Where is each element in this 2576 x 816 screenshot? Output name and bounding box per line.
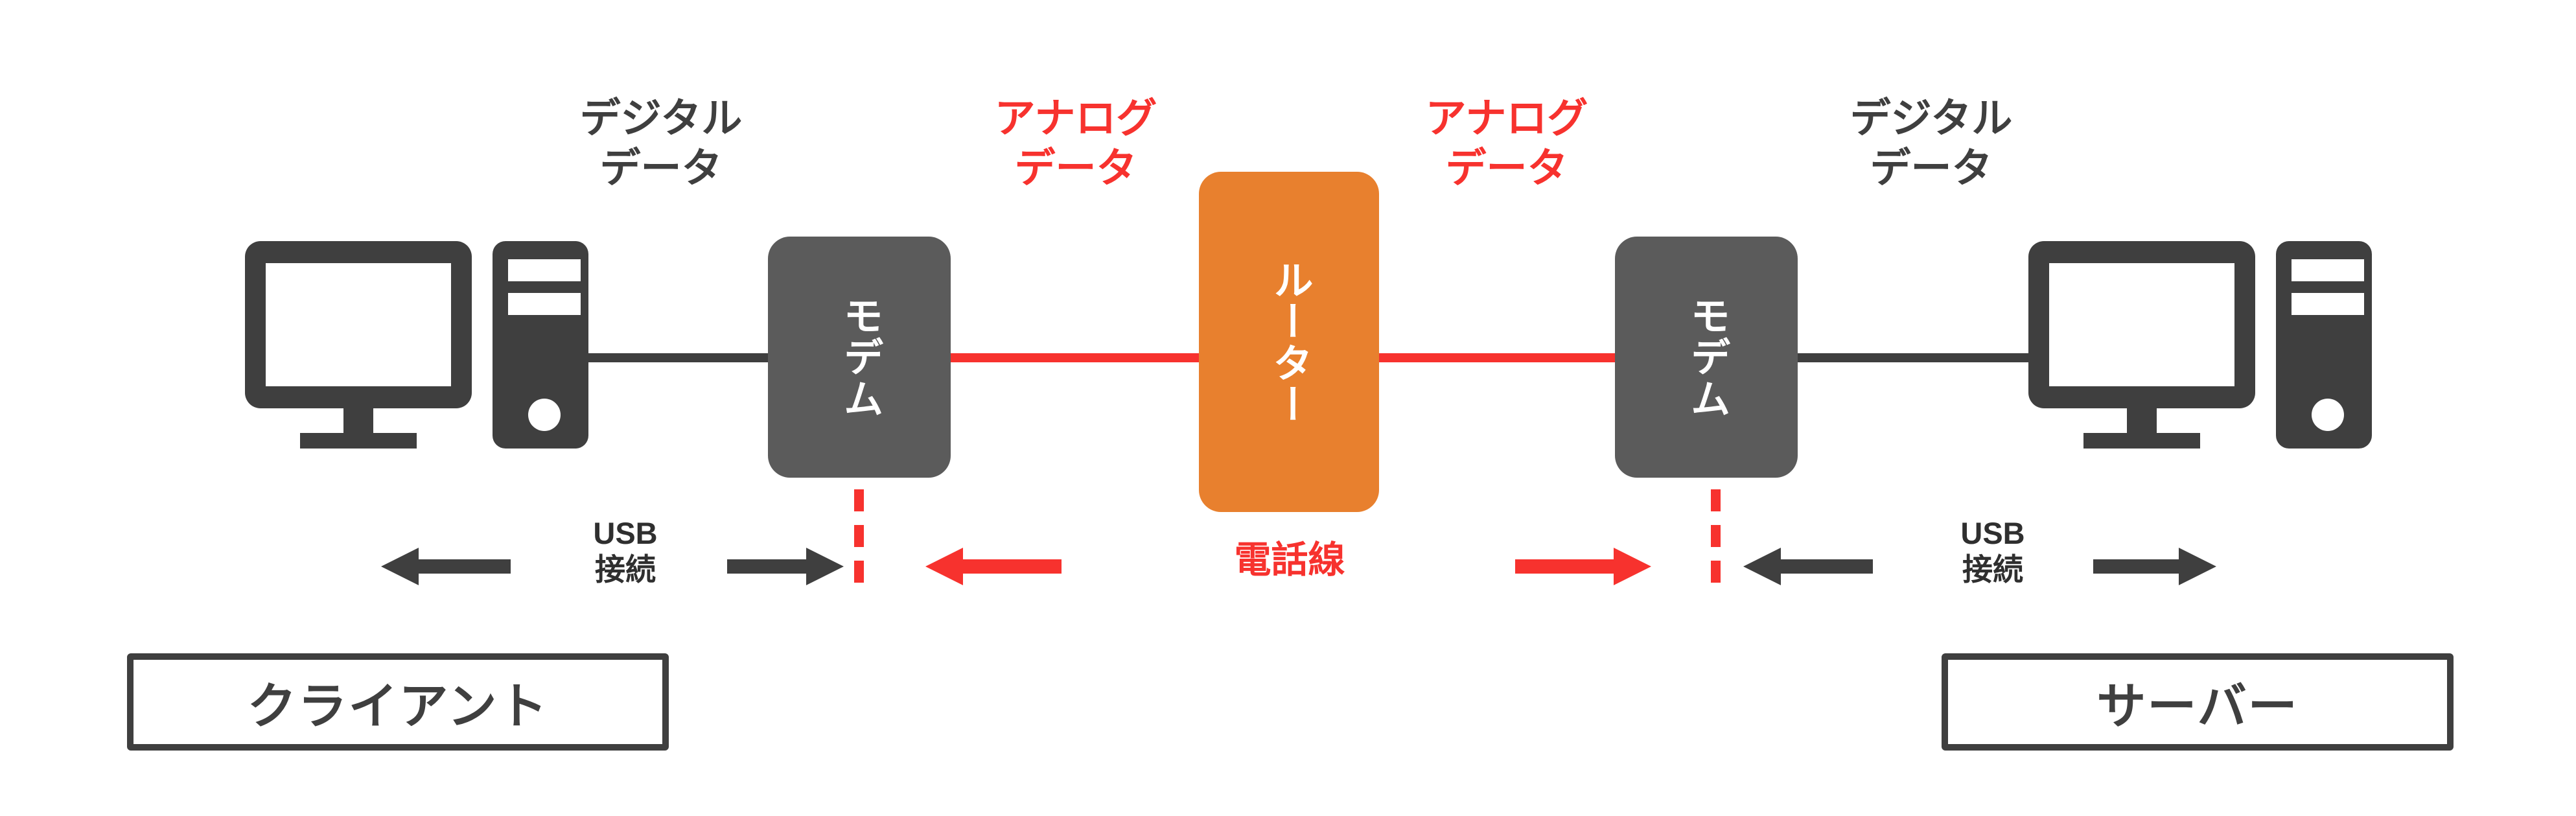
client-to-modem-line: [583, 353, 772, 362]
server-caption-box: サーバー: [1942, 653, 2454, 751]
left-usb-connection-label: USB 接続: [593, 516, 658, 587]
left-dashed-separator: [854, 489, 864, 592]
right-modem-label: モデム: [1684, 295, 1729, 419]
right-dashed-separator: [1711, 489, 1721, 592]
modem-to-server-line: [1794, 353, 2032, 362]
server-caption-label: サーバー: [2096, 679, 2299, 734]
modem-to-router-line-left: [946, 353, 1205, 362]
client-caption-label: クライアント: [247, 679, 549, 734]
right-analog-data-label: アナログ データ: [1425, 96, 1588, 191]
right-digital-data-label: デジタル データ: [1850, 96, 2013, 191]
router-label: ルーター: [1266, 259, 1312, 425]
client-computer-icon: [245, 241, 588, 449]
left-usb-arrow-right-icon: [727, 548, 844, 585]
left-modem-box[interactable]: モデム: [768, 237, 951, 478]
phone-line-label: 電話線: [1234, 539, 1345, 581]
left-usb-arrow-left-icon: [381, 548, 511, 585]
server-computer-icon: [2028, 241, 2372, 449]
phone-line-arrow-right-icon: [1515, 548, 1651, 585]
right-modem-box[interactable]: モデム: [1615, 237, 1798, 478]
right-usb-connection-label: USB 接続: [1960, 516, 2025, 587]
left-analog-data-label: アナログ データ: [994, 96, 1157, 191]
right-usb-arrow-left-icon: [1743, 548, 1873, 585]
left-modem-label: モデム: [837, 295, 882, 419]
phone-line-arrow-left-icon: [925, 548, 1062, 585]
right-usb-arrow-right-icon: [2093, 548, 2216, 585]
client-caption-box: クライアント: [127, 653, 669, 751]
left-digital-data-label: デジタル データ: [579, 96, 743, 191]
router-box[interactable]: ルーター: [1199, 172, 1379, 512]
router-to-modem-line-right: [1373, 353, 1619, 362]
